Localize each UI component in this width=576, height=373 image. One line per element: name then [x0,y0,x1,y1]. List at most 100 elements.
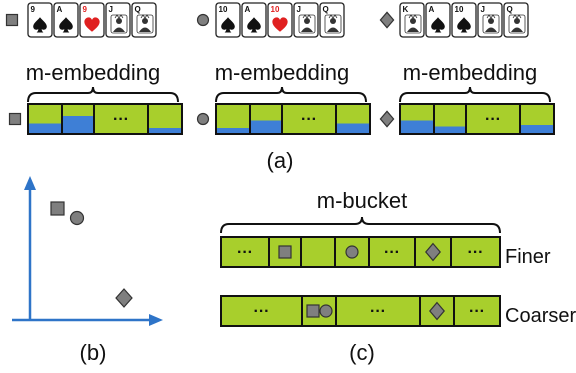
x-axis-arrow [149,314,163,326]
hand-3-diamond-marker [379,11,395,29]
hand-2-card-4-face-icon-crown [302,14,312,19]
card-row-3: K A 10 J Q [379,2,529,38]
hand-3-card-5-rank: Q [507,5,513,14]
coarser-bucket-4-diamond-marker [429,301,445,321]
coarser-bucket-5 [453,295,501,327]
scatter-diamond-marker [115,288,133,308]
scatter-panel [12,176,163,326]
finer-bucket-2-square-marker [278,245,292,259]
hand-3-card-3-spade-icon-shape [457,17,471,33]
hand-2-card-4-face-icon [298,14,316,34]
hand-3-card-2-spade-icon-shape [431,17,445,33]
row-label-finer: Finer [505,246,551,268]
embedding-vector-2: ··· [196,103,371,135]
hand-1-card-3-rank: 9 [83,5,88,14]
coarser-bucket-1 [220,295,303,327]
hand-1-card-5-face-icon [136,14,154,34]
hand-3-card-5-face-icon-body [511,27,523,32]
hand-1-card-3-heart-icon [84,17,100,32]
y-axis-arrow [24,176,36,190]
hand-2-card-4-rank: J [297,5,301,14]
hand-3-card-2-spade-icon [431,17,445,33]
hand-3-card-4-face-icon-head [488,18,494,24]
hand-3-card-5-face-icon-head [514,18,520,24]
hand-2-embedding-cell-1-value-bar [217,128,249,133]
bucket-row-finer: ··· ··· ··· [220,236,501,268]
finer-bucket-1-ellipsis: ··· [237,244,253,261]
hand-2-circle-marker [196,13,210,27]
hand-1-card-4-face-icon-body [113,27,125,32]
hand-1-card-3-heart-icon-shape [84,17,100,32]
scatter-square-marker [50,201,65,216]
hand-2-card-2-spade-icon-shape [247,17,261,33]
hand-2-embedding-cell-3-ellipsis: ··· [301,111,317,128]
hand-1-card-5-face-icon-crown [140,14,150,19]
panel-label-a: (a) [267,148,294,173]
hand-1-card-4-face-icon-head [116,18,122,24]
coarser-bucket-2-circle-marker [319,304,333,318]
hand-2-card-3-rank: 10 [271,5,280,14]
hand-2-embedding-cell-2-value-bar [251,120,281,133]
embedding-brace-2 [215,86,367,103]
hand-1-card-2-spade-icon-shape [59,17,73,33]
hand-group-3: K A 10 J Q m-embedding ··· [379,2,555,135]
hand-3-embedding-diamond-marker [379,110,395,128]
hand-2-card-2-spade-icon [247,17,261,33]
hand-3-card-3-spade-icon [457,17,471,33]
embedding-title-3: m-embedding [403,60,538,85]
hand-1-card-4-face-icon-crown [114,14,124,19]
hand-3-card-4-face-icon-body [485,27,497,32]
hand-3-card-1-rank: K [403,5,409,14]
scatter-circle-marker [69,210,85,226]
embedding-vector-1: ··· [8,103,183,135]
finer-bucket-5-ellipsis: ··· [384,244,400,261]
embedding-brace-1 [27,86,179,103]
hand-2-card-1-spade-icon [221,17,235,33]
hand-1-card-4-rank: J [109,5,113,14]
hand-2-card-3-heart-icon [272,17,288,32]
hand-1-card-4-face-icon [110,14,128,34]
hand-3-embedding-cell-4-value-bar [521,125,553,133]
hand-2-card-2-rank: A [245,5,251,14]
hand-1-square-marker [5,13,19,27]
bucket-brace [220,216,501,234]
hand-2-card-5-face-icon-body [327,27,339,32]
hand-3-card-2-rank: A [429,5,435,14]
hand-3-card-3-rank: 10 [455,5,464,14]
hand-1-embedding-square-marker [8,112,22,126]
hand-2-card-1-spade-icon-shape [221,17,235,33]
hand-1-card-5-rank: Q [135,5,141,14]
hand-1-card-5-face-icon-head [142,18,148,24]
hand-1-card-1-spade-icon-shape [33,17,47,33]
finer-bucket-3 [300,236,336,268]
hand-1-card-2-spade-icon [59,17,73,33]
hand-3-card-5-face-icon-crown [512,14,522,19]
hand-3-embedding-cell-2-value-bar [435,126,465,133]
hand-3-embedding-cell-3-ellipsis: ··· [485,111,501,128]
hand-1-embedding-cell-3-ellipsis: ··· [113,111,129,128]
finer-bucket-6-diamond-marker [425,242,441,262]
embedding-title-2: m-embedding [215,60,350,85]
hand-3-card-1-face-icon-body [407,27,419,32]
hand-3-card-4-rank: J [481,5,485,14]
hand-2-card-5-face-icon-head [330,18,336,24]
hand-3-card-4-face-icon [482,14,500,34]
hand-2-card-1-rank: 10 [219,5,228,14]
hand-2-card-5-face-icon [324,14,342,34]
hand-2-embedding-cell-4-value-bar [337,123,369,133]
hand-2-card-4-face-icon-body [301,27,313,32]
hand-3-card-4-face-icon-crown [486,14,496,19]
coarser-bucket-3-ellipsis: ··· [370,303,386,320]
panel-label-b: (b) [80,340,107,365]
finer-bucket-1 [220,236,270,268]
hand-3-card-1-face-icon-head [410,18,416,24]
hand-3-card-5-face-icon [508,14,526,34]
finer-bucket-7-ellipsis: ··· [468,244,484,261]
panel-label-c: (c) [349,340,375,365]
hand-2-card-4-face-icon-head [304,18,310,24]
